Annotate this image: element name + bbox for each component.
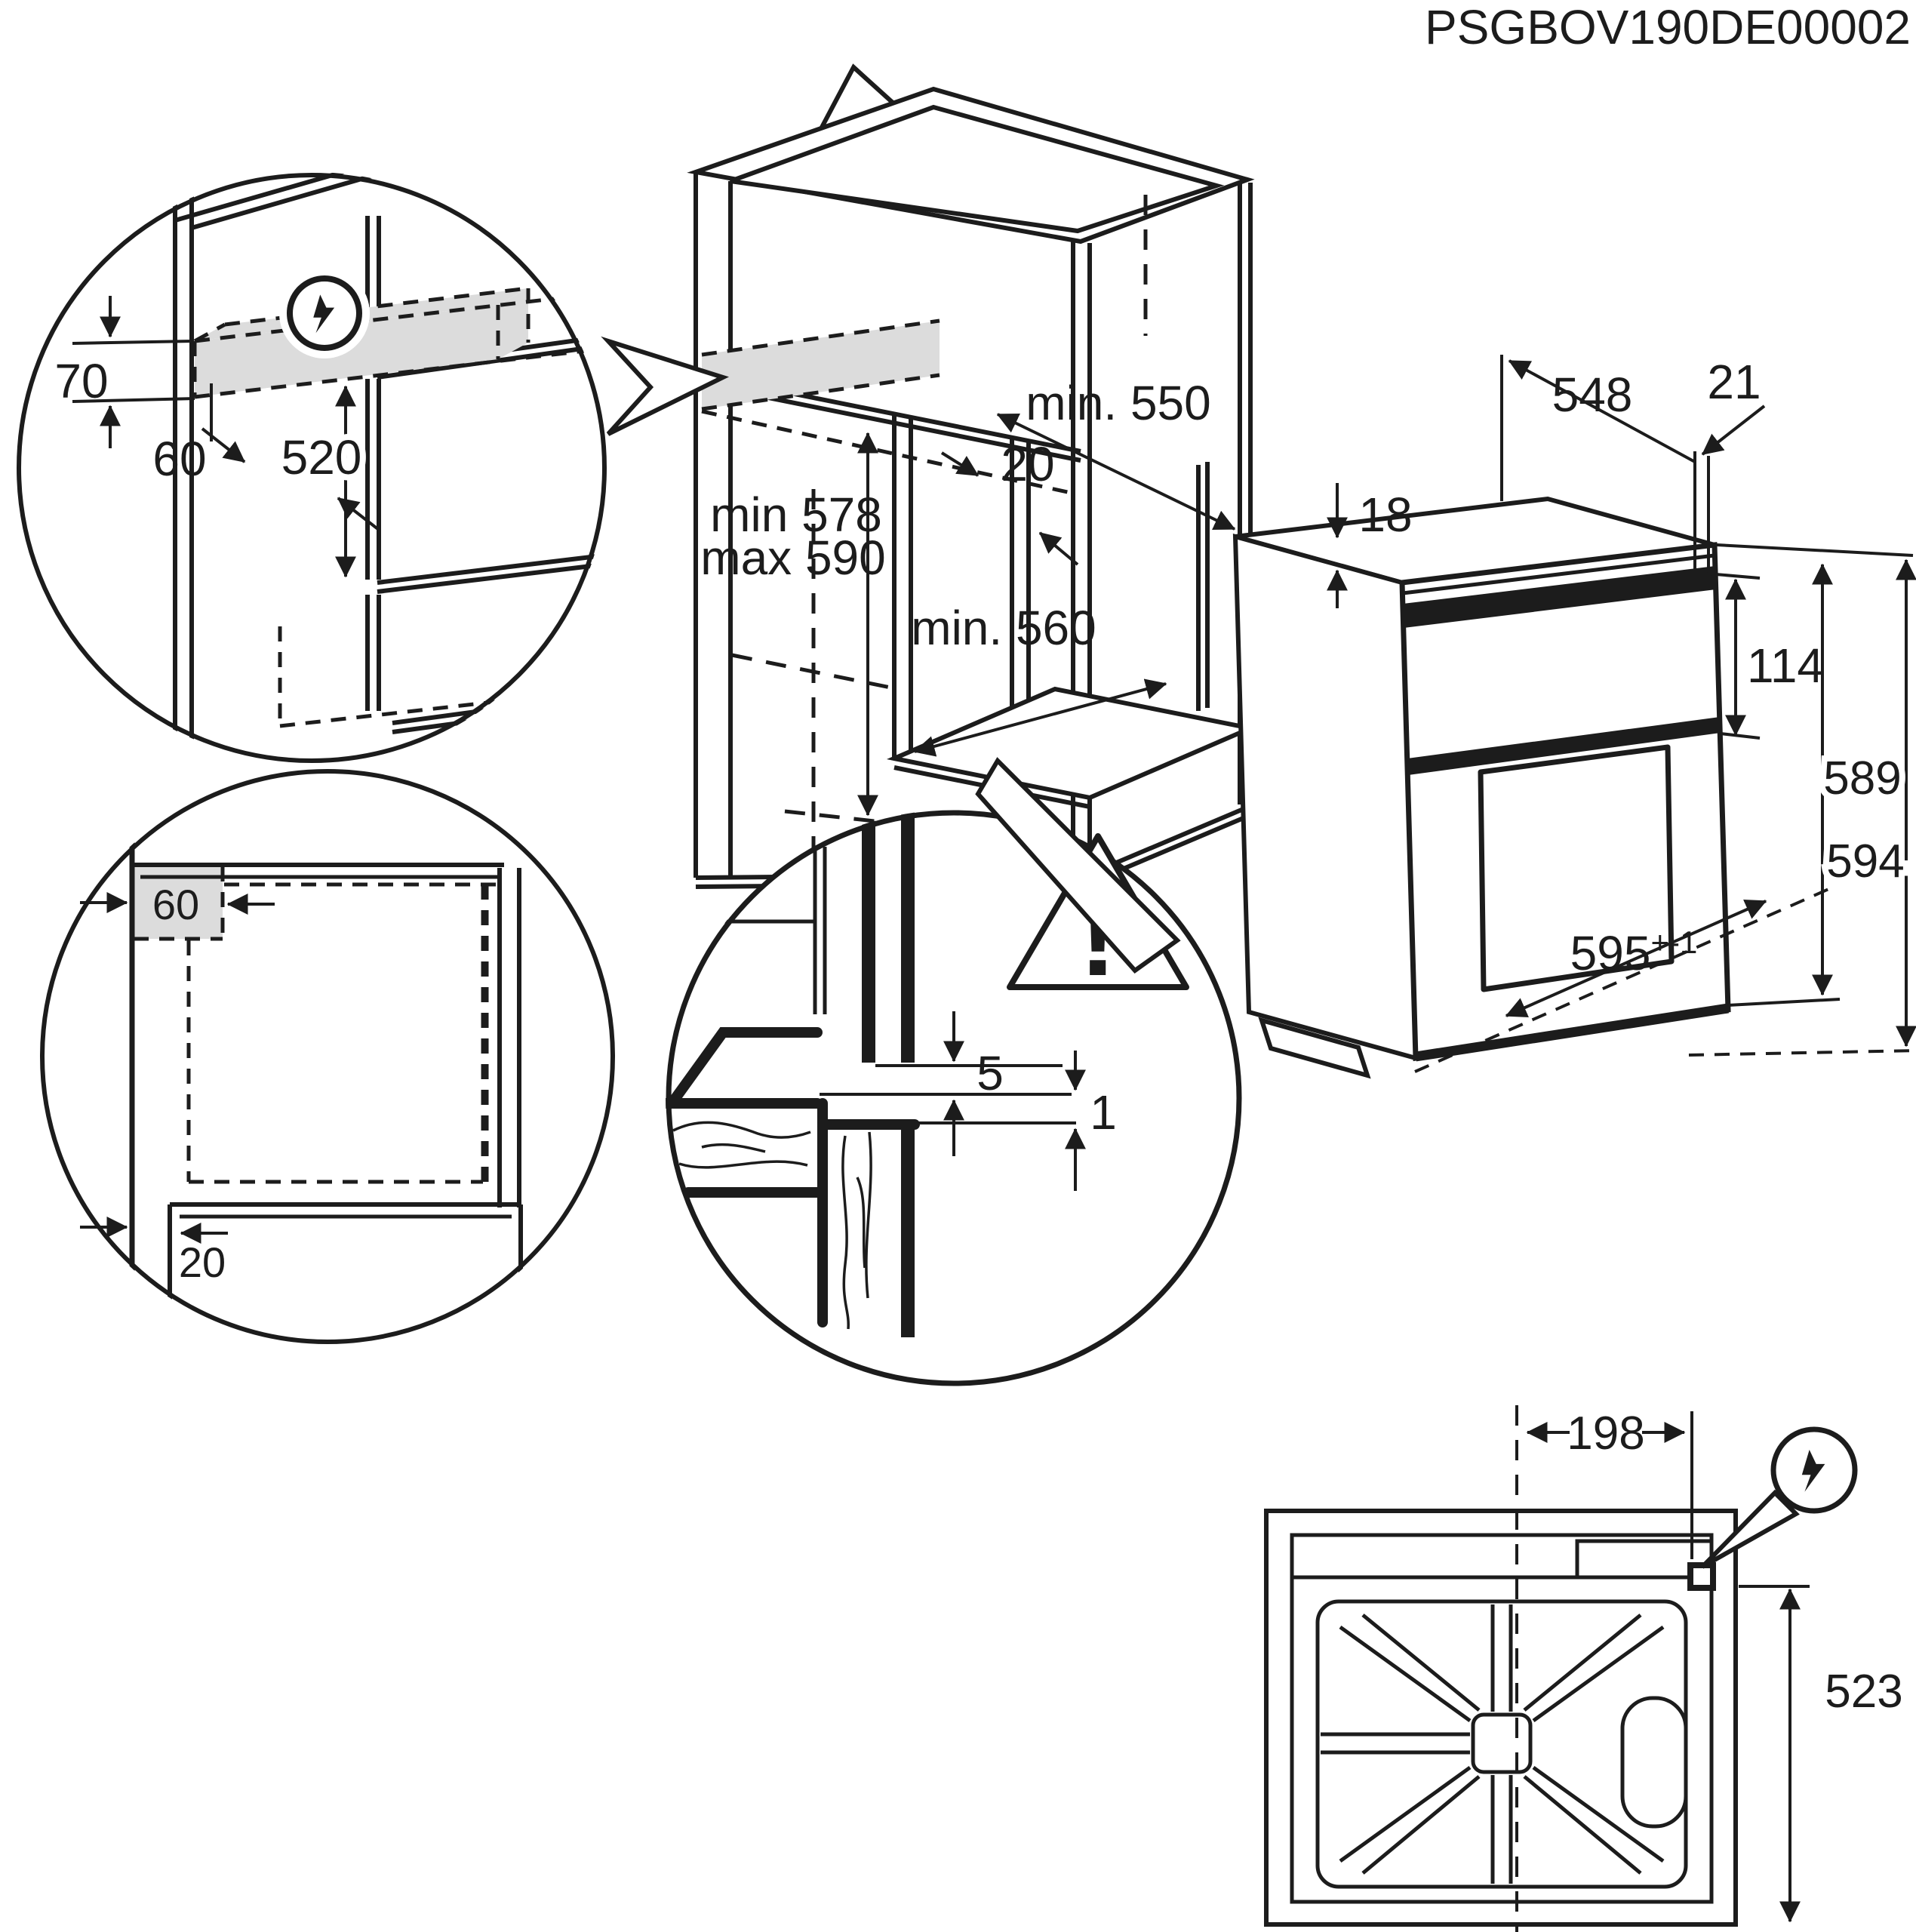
oven-side-face	[1232, 534, 1419, 1061]
detail-circle-electrical: 70 60 520	[17, 172, 607, 764]
document-code: PSGBOV190DE00002	[1425, 0, 1911, 54]
dim-oven-control-height-label: 114	[1747, 638, 1824, 693]
gap-section-lines	[666, 810, 1076, 1337]
dim-oven-width-label: 595+-1	[1570, 924, 1698, 980]
dim-oven-panel-overhang-label: 21	[1707, 355, 1761, 409]
dim-niche-side-clearance-label: 20	[1001, 437, 1054, 491]
dim-plan-front-gap-label: 20	[179, 1238, 226, 1286]
dim-gap-upper-label: 5	[976, 1046, 1004, 1100]
oven-back-view: 198 523	[1264, 1405, 1903, 1932]
wood-grain	[672, 1121, 872, 1330]
lightning-icon	[279, 268, 370, 358]
dim-niche-depth-top-label: min. 550	[1026, 376, 1210, 430]
dim-oven-top-edge-label: 18	[1358, 488, 1412, 542]
door-gap-band	[1407, 717, 1721, 775]
detail-circle-border	[40, 769, 615, 1344]
dim-gap-lower-label: 1	[1090, 1085, 1117, 1140]
oven-perspective: 548 21 18 114 589 594 595+-1	[1232, 355, 1916, 1079]
dim-oven-body-height-label: 589	[1823, 752, 1901, 804]
dim-back-connector-offset-label: 198	[1567, 1407, 1644, 1460]
dim-oven-depth-label: 548	[1552, 368, 1633, 422]
dim-niche-depth-bottom-label: min. 560	[911, 601, 1096, 655]
control-panel-band	[1403, 566, 1716, 628]
dim-strip-to-shelf-label: 520	[281, 430, 362, 485]
dim-strip-height-label: 70	[54, 354, 108, 408]
callout-tail	[1700, 1489, 1800, 1569]
electrical-zone-shade-cabinet	[702, 321, 940, 409]
dim-oven-total-height-label: 594	[1826, 835, 1904, 888]
dim-niche-height-max-label: max 590	[700, 531, 885, 585]
dim-niche-height-min-label: min 578	[710, 488, 882, 542]
plan-view-lines	[129, 821, 523, 1345]
cabinet-column: min. 550 20 min 578 max 590 min. 560	[687, 63, 1259, 889]
recess-slot	[1620, 1696, 1688, 1829]
detail-circle-plan: 60 20	[40, 769, 615, 1345]
callout-gap	[975, 757, 1181, 974]
connector-box	[1687, 1562, 1716, 1591]
x-brace-panel	[1315, 1599, 1688, 1889]
dim-back-height-label: 523	[1825, 1666, 1902, 1718]
lightning-icon	[1700, 1426, 1858, 1569]
oven-foot	[1258, 1017, 1371, 1079]
dim-strip-offset-label: 60	[152, 432, 206, 486]
dim-plan-corner-label: 60	[152, 881, 199, 928]
callout-electrical	[601, 336, 730, 436]
